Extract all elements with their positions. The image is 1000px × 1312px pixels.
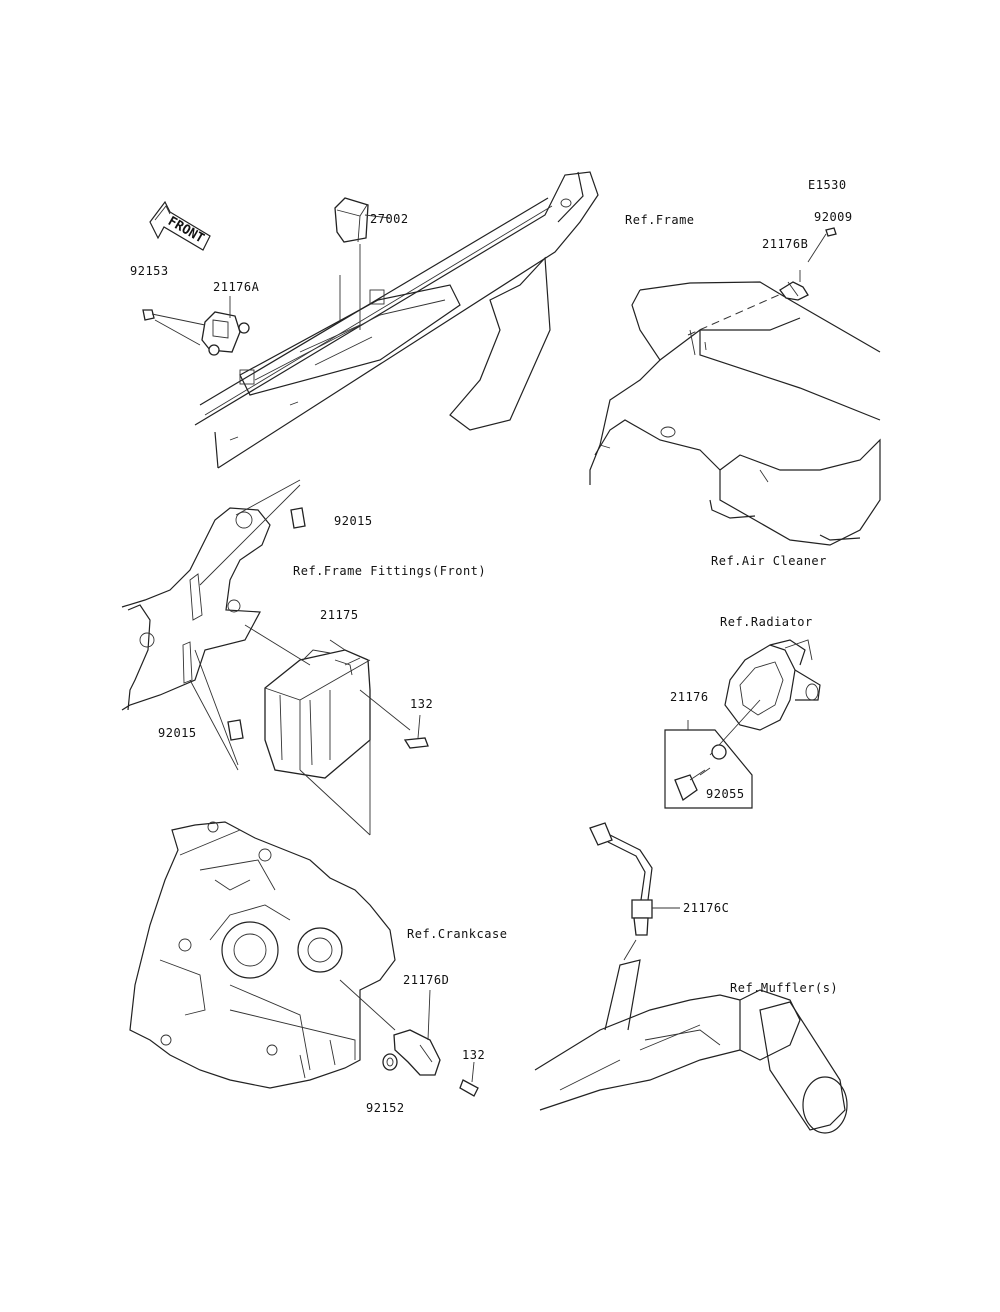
part-21176D xyxy=(393,989,441,1076)
front-arrow-icon: FRONT xyxy=(149,200,211,251)
part-21176A xyxy=(201,296,250,356)
part-27002 xyxy=(334,197,391,330)
part-21176-box xyxy=(664,720,753,809)
label-ref-frame-fittings: Ref.Frame Fittings(Front) xyxy=(293,564,487,578)
label-ref-crankcase: Ref.Crankcase xyxy=(407,927,508,941)
label-21176D: 21176D xyxy=(403,973,450,987)
label-27002: 27002 xyxy=(370,212,409,226)
label-21176C: 21176C xyxy=(683,901,730,915)
part-92015-top xyxy=(290,507,306,529)
label-21176A: 21176A xyxy=(213,280,260,294)
label-92152: 92152 xyxy=(366,1101,405,1115)
label-ref-radiator: Ref.Radiator xyxy=(720,615,813,629)
label-21175: 21175 xyxy=(320,608,359,622)
label-ref-frame: Ref.Frame xyxy=(625,213,695,227)
radiator-assembly xyxy=(709,639,821,756)
part-21175 xyxy=(244,624,411,836)
frame-fittings-assembly xyxy=(121,479,301,771)
frame-assembly xyxy=(194,171,599,469)
part-92009 xyxy=(807,227,837,263)
label-132-bot: 132 xyxy=(462,1048,486,1062)
part-21176B xyxy=(779,270,809,301)
part-92153 xyxy=(142,309,206,346)
part-132-mid xyxy=(403,714,429,749)
front-label: FRONT xyxy=(165,214,207,247)
label-92015-top: 92015 xyxy=(334,514,373,528)
label-ref-mufflers: Ref.Muffler(s) xyxy=(730,981,839,995)
part-92015-mid xyxy=(227,719,244,741)
label-92015-mid: 92015 xyxy=(158,726,197,740)
air-cleaner-assembly xyxy=(589,281,881,546)
muffler-assembly xyxy=(534,959,848,1134)
label-21176B: 21176B xyxy=(762,237,809,251)
label-92153: 92153 xyxy=(130,264,169,278)
crankcase-assembly xyxy=(129,821,396,1089)
label-132-mid: 132 xyxy=(410,697,434,711)
label-ref-air-cleaner: Ref.Air Cleaner xyxy=(711,554,827,568)
label-92055: 92055 xyxy=(706,787,745,801)
diagram-code: E1530 xyxy=(808,178,847,192)
label-21176: 21176 xyxy=(670,690,709,704)
part-92152 xyxy=(382,1053,398,1071)
label-92009: 92009 xyxy=(814,210,853,224)
part-132-bot xyxy=(459,1061,479,1097)
part-21176C xyxy=(589,822,680,961)
